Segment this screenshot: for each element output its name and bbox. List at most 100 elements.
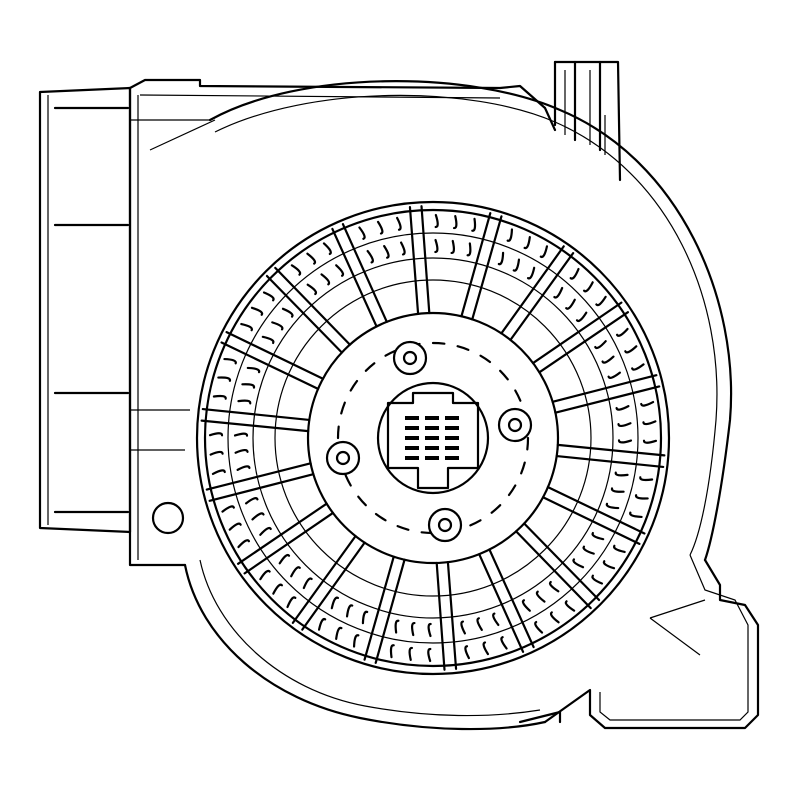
vent-slot	[456, 345, 470, 351]
fan-blade	[223, 357, 237, 365]
fan-blade	[512, 258, 521, 272]
vent-slot	[336, 425, 340, 440]
fan-blade	[572, 558, 585, 569]
motor-connector	[386, 391, 480, 490]
fan-blade	[244, 497, 259, 505]
grille-spoke	[488, 548, 535, 649]
fan-blade	[575, 311, 588, 323]
fan-blade	[476, 617, 483, 631]
vent-slot	[526, 436, 530, 451]
fan-grille	[195, 200, 671, 676]
connector-pin	[445, 446, 459, 450]
fan-blade	[251, 512, 265, 521]
fan-blade	[427, 622, 432, 638]
fan-blade	[569, 267, 580, 280]
grille-spoke	[523, 522, 601, 602]
fan-blade	[521, 599, 531, 612]
fan-blade	[549, 611, 560, 624]
fan-blade	[237, 539, 251, 549]
fan-blade	[383, 245, 390, 259]
vent-slot	[499, 369, 509, 381]
connector-pin	[405, 416, 419, 420]
fan-blade	[595, 295, 607, 307]
fan-blade	[534, 620, 544, 634]
grille-spoke	[200, 419, 310, 433]
fan-blade	[640, 400, 655, 407]
fan-blade	[410, 621, 416, 637]
connector-pin	[405, 426, 419, 430]
grille-spoke	[541, 496, 641, 546]
connector-pin	[425, 446, 439, 450]
fan-blade	[553, 286, 564, 299]
fan-blade	[602, 560, 616, 570]
fan-blade	[236, 465, 251, 471]
fan-blade	[492, 612, 500, 627]
fan-blade	[302, 577, 313, 590]
vent-slot	[374, 512, 387, 522]
grille-spoke	[435, 561, 446, 671]
connector-pin	[425, 456, 439, 460]
volute-housing	[183, 80, 760, 731]
fan-blade	[610, 487, 625, 493]
fan-blade	[548, 580, 560, 593]
mounting-hole-inner	[402, 350, 418, 366]
fan-blade	[366, 249, 374, 264]
fan-blade	[259, 569, 271, 581]
grille-ring	[274, 279, 592, 597]
fan-blade	[250, 306, 264, 316]
fan-blade	[582, 281, 594, 293]
fan-blade	[500, 636, 508, 650]
fan-blade	[605, 502, 620, 510]
fan-blade	[361, 610, 369, 625]
fan-blade	[607, 371, 622, 379]
grille-ring	[252, 257, 614, 619]
fan-blade	[526, 266, 536, 280]
connector-pin	[445, 456, 459, 460]
fan-blade	[209, 450, 224, 456]
mounting-hole	[392, 340, 428, 376]
fan-blade	[629, 511, 643, 519]
connector-pin	[405, 436, 419, 440]
grille-spoke	[208, 473, 315, 502]
fan-blade	[286, 596, 297, 609]
fan-blade	[352, 634, 360, 648]
fan-blade	[240, 322, 253, 332]
fan-blade	[471, 217, 477, 232]
housing-top	[128, 60, 622, 182]
grille-spoke	[408, 206, 420, 315]
vent-slot	[349, 379, 359, 392]
fan-blade	[466, 242, 472, 257]
fan-blade	[613, 544, 626, 554]
fan-blade	[614, 471, 629, 477]
mounting-hole-inner	[437, 517, 453, 533]
fan-blade	[601, 355, 615, 364]
fan-blade	[523, 236, 531, 250]
fan-blade	[320, 273, 331, 286]
grille-spoke	[243, 511, 335, 575]
fan-blade	[259, 526, 272, 536]
fan-blade	[246, 366, 261, 374]
grille-spoke	[301, 541, 366, 631]
fan-blade	[317, 618, 327, 631]
fan-blade	[482, 641, 490, 656]
fan-blade	[217, 376, 232, 382]
fan-blade	[271, 321, 284, 331]
fan-blade	[642, 420, 657, 426]
vent-slot	[469, 519, 482, 527]
connector-pin	[425, 416, 439, 420]
fan-blade	[594, 340, 607, 350]
grille-spoke	[555, 454, 665, 469]
grille-spoke	[551, 374, 658, 403]
vent-slot	[479, 354, 492, 364]
grille-spoke	[546, 486, 646, 535]
grille-spoke	[460, 212, 492, 318]
fan-blade	[221, 505, 235, 513]
grille-spoke	[374, 558, 406, 664]
fan-blade	[617, 422, 632, 428]
fan-blade	[452, 215, 458, 230]
grille-ring	[227, 232, 639, 644]
fan-blade	[624, 345, 638, 354]
fan-blade	[290, 264, 302, 276]
grille-spoke	[554, 385, 661, 414]
fan-blade	[376, 220, 384, 235]
